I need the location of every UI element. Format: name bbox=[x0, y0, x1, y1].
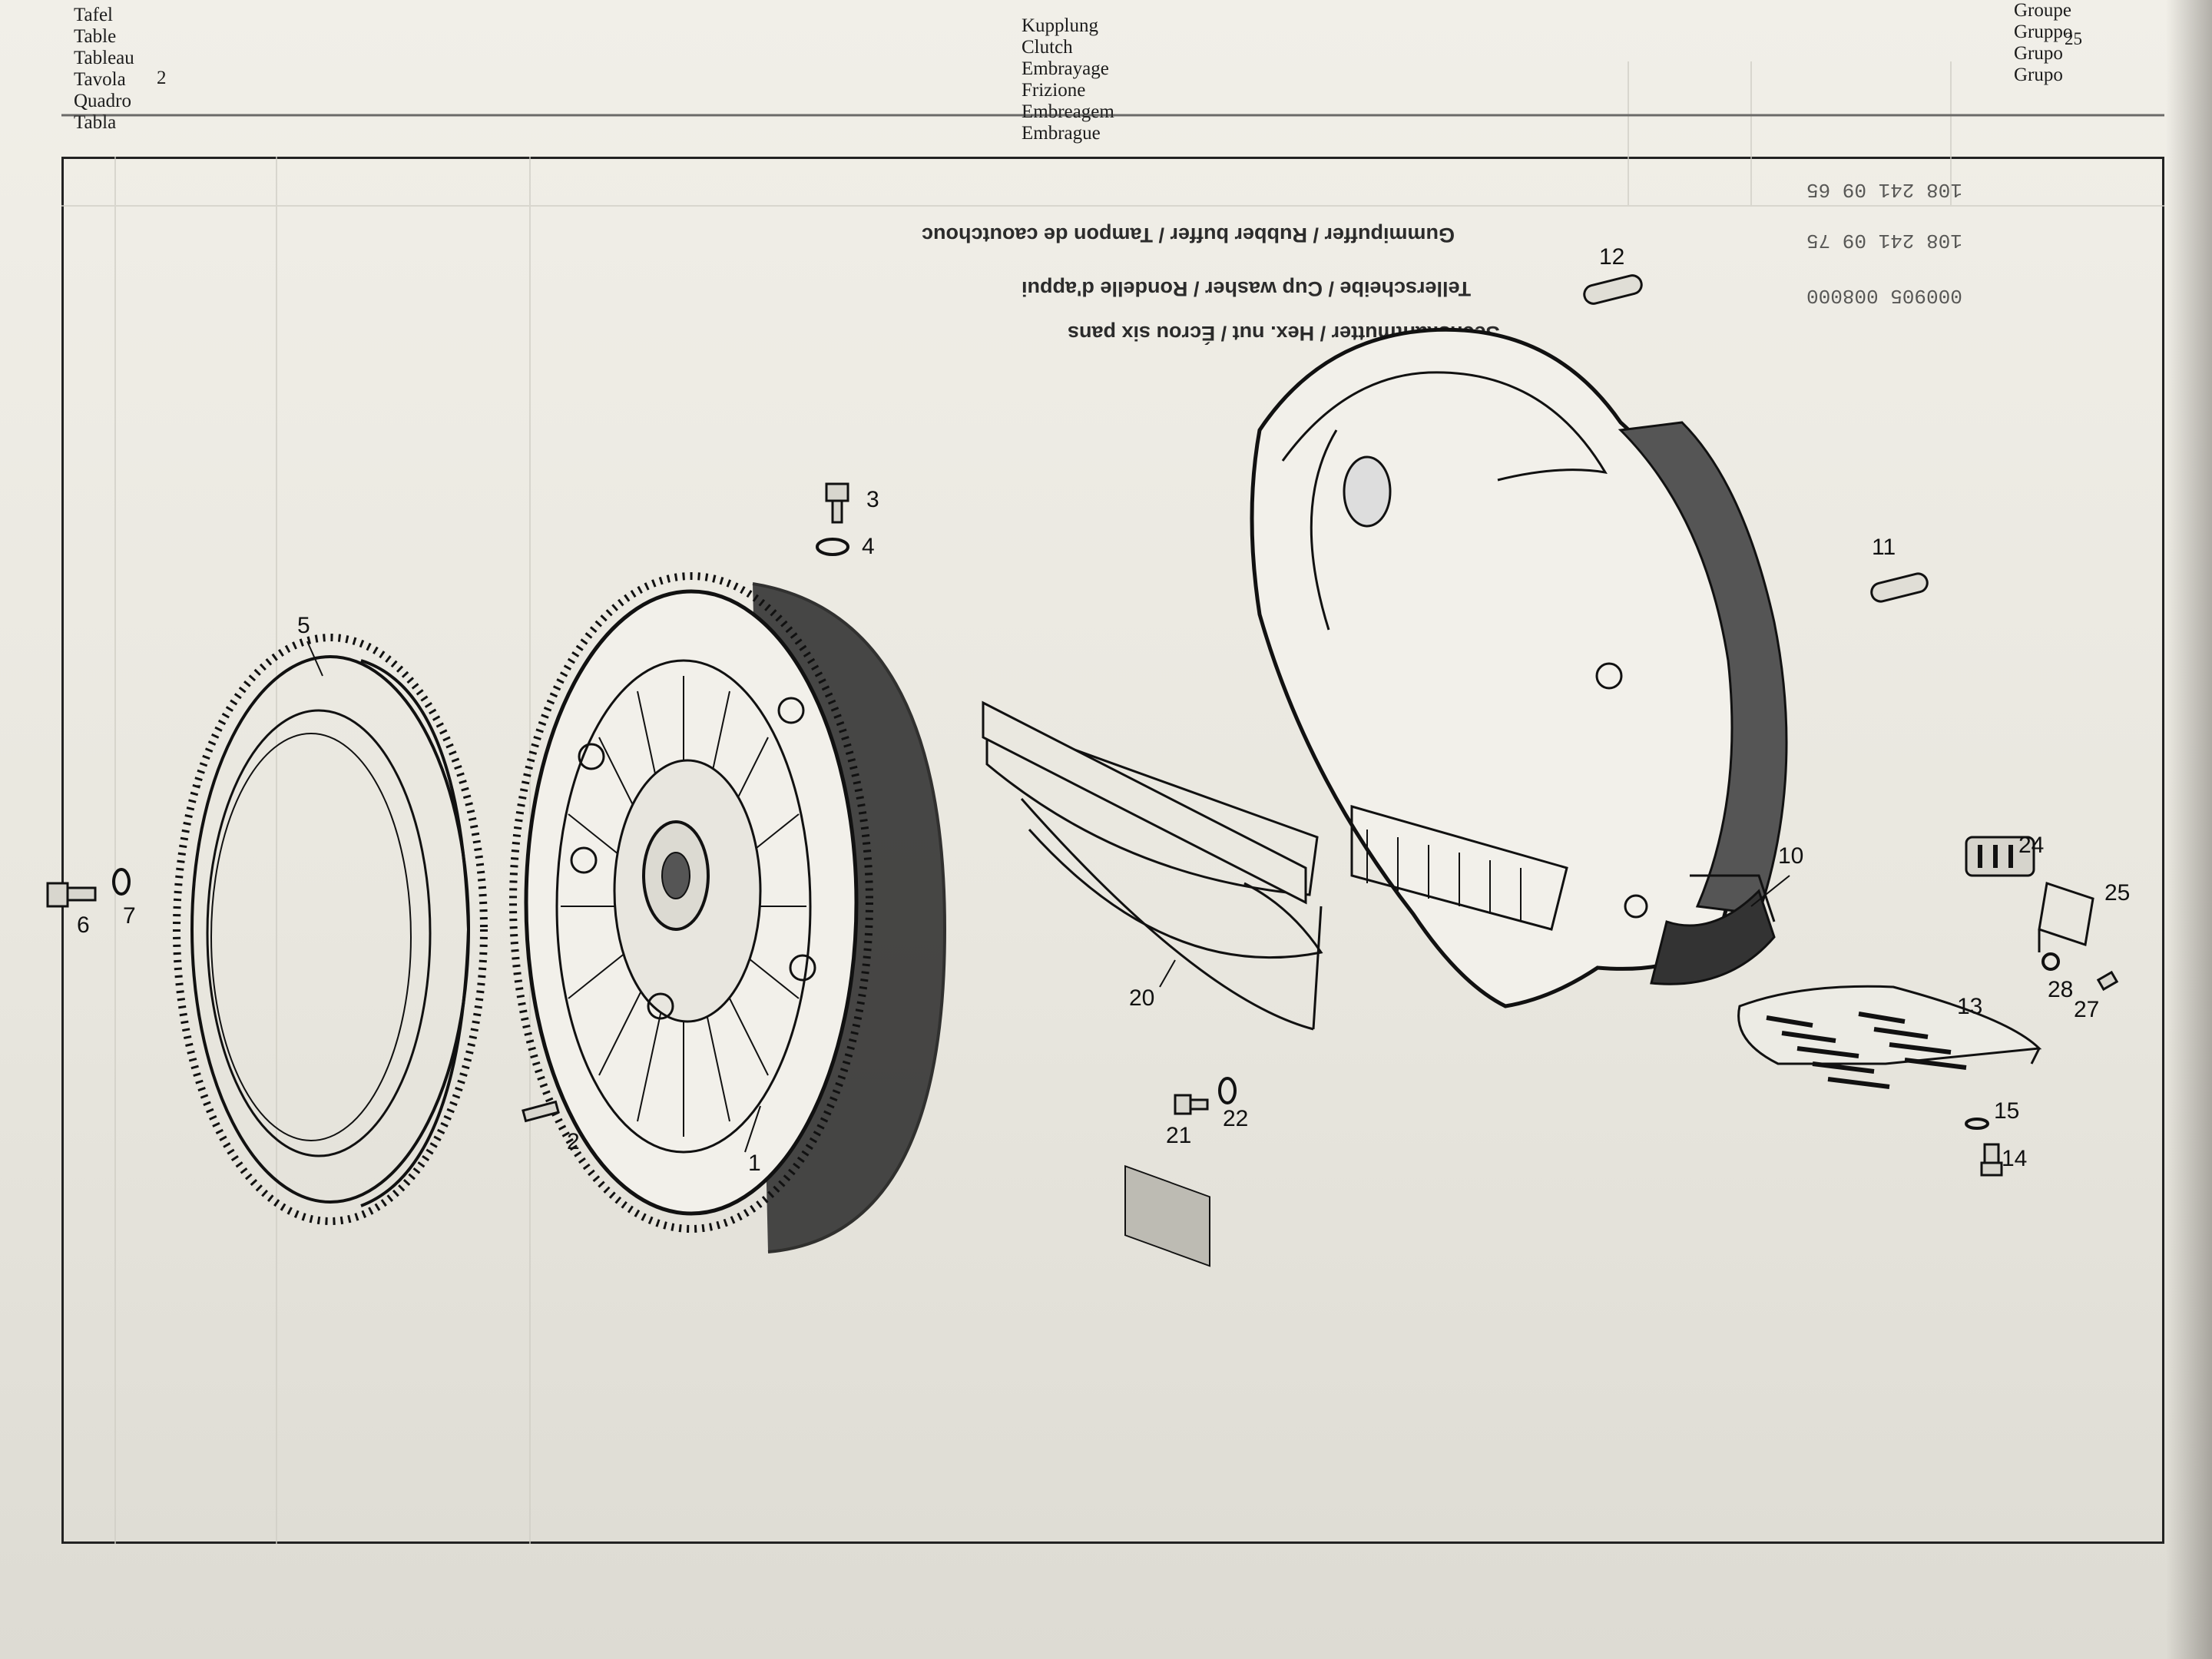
group-label: Gruppo bbox=[2014, 22, 2073, 42]
group-label-list: Groupe Gruppo Grupo Grupo bbox=[2014, 0, 2072, 86]
topic-label-list: Kupplung Clutch Embrayage Frizione Embre… bbox=[1022, 15, 1114, 144]
bracket-icon bbox=[2038, 882, 2094, 952]
leader-lines bbox=[306, 641, 1790, 1153]
bolt-icon bbox=[1980, 1143, 2003, 1177]
washer-icon bbox=[1218, 1077, 1237, 1104]
callout-25: 25 bbox=[2104, 880, 2131, 906]
screw-icon bbox=[2096, 970, 2119, 992]
table-label: Tavola bbox=[74, 69, 126, 90]
callout-3: 3 bbox=[866, 487, 879, 512]
washer-icon bbox=[2041, 952, 2060, 971]
callout-2: 2 bbox=[567, 1129, 580, 1154]
callout-10: 10 bbox=[1778, 843, 1804, 869]
clutch-assembly-icon bbox=[509, 572, 947, 1253]
page-edge-shadow bbox=[2166, 0, 2212, 1659]
callout-6: 6 bbox=[77, 912, 90, 938]
table-number: 2 bbox=[157, 68, 167, 88]
callout-20: 20 bbox=[1129, 985, 1155, 1011]
topic-label: Embreagem bbox=[1022, 101, 1114, 122]
cover-plate-icon bbox=[982, 700, 1323, 1267]
callout-28: 28 bbox=[2048, 977, 2074, 1002]
screw-icon bbox=[1174, 1094, 1209, 1115]
callout-21: 21 bbox=[1166, 1123, 1192, 1148]
callout-13: 13 bbox=[1957, 994, 1983, 1019]
callout-4: 4 bbox=[862, 534, 875, 559]
flywheel-ring-gear-icon bbox=[173, 634, 488, 1225]
washer-icon bbox=[816, 538, 849, 556]
callout-11: 11 bbox=[1872, 535, 1896, 560]
terminal-block-icon bbox=[1965, 836, 2035, 877]
table-label-list: Tafel Table Tableau Tavola Quadro Tabla bbox=[74, 5, 134, 134]
bolt-icon bbox=[522, 1100, 560, 1123]
topic-label: Frizione bbox=[1022, 80, 1086, 101]
callout-15: 15 bbox=[1994, 1098, 2020, 1124]
callout-24: 24 bbox=[2018, 833, 2045, 858]
topic-label: Kupplung bbox=[1022, 15, 1098, 36]
callout-14: 14 bbox=[2002, 1146, 2028, 1171]
callout-1: 1 bbox=[748, 1151, 761, 1176]
bolt-icon bbox=[46, 882, 97, 908]
callout-27: 27 bbox=[2074, 997, 2100, 1022]
table-label: Quadro bbox=[74, 91, 131, 111]
group-label: Groupe bbox=[2014, 0, 2071, 21]
callout-5: 5 bbox=[297, 613, 310, 638]
callout-12: 12 bbox=[1599, 244, 1625, 270]
diagram-frame bbox=[61, 157, 2164, 1544]
topic-label: Embrague bbox=[1022, 123, 1101, 144]
screw-icon bbox=[825, 482, 849, 524]
callout-22: 22 bbox=[1223, 1106, 1249, 1131]
group-label: Grupo bbox=[2014, 43, 2063, 64]
topic-label: Clutch bbox=[1022, 37, 1073, 58]
table-label: Tableau bbox=[74, 48, 134, 68]
pin-icon bbox=[1870, 572, 1929, 603]
guard-plate-icon bbox=[1737, 985, 2042, 1089]
table-label: Tafel bbox=[74, 5, 113, 25]
washer-icon bbox=[112, 868, 131, 896]
group-number: 25 bbox=[2065, 29, 2082, 48]
bellhousing-icon bbox=[1250, 327, 1788, 1008]
bleed-rules bbox=[61, 61, 2164, 1544]
group-label: Grupo bbox=[2014, 65, 2063, 85]
table-label: Table bbox=[74, 26, 117, 47]
topic-label: Embrayage bbox=[1022, 58, 1109, 79]
callout-7: 7 bbox=[123, 903, 136, 929]
washer-icon bbox=[1965, 1118, 1989, 1130]
pin-icon bbox=[1583, 274, 1643, 305]
